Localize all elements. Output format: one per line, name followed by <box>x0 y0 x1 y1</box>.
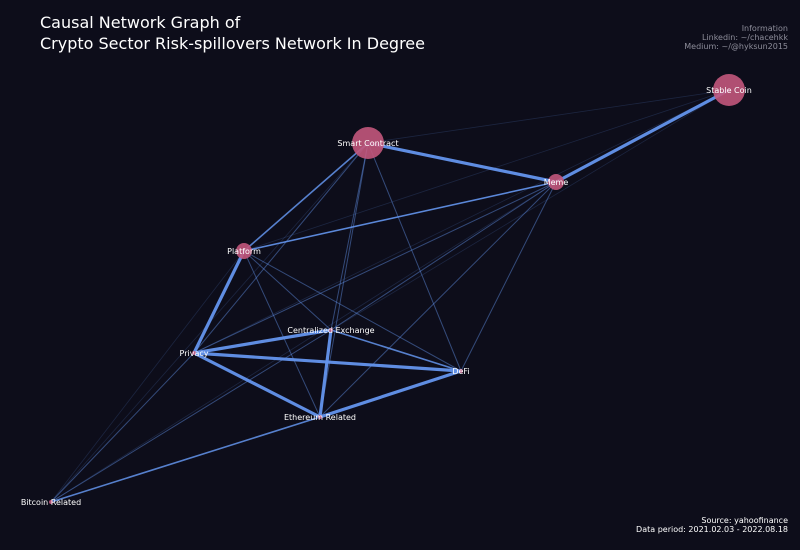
node-label-stable: Stable Coin <box>706 86 752 95</box>
edge-smart-stable <box>367 89 730 144</box>
edge-cex-stable <box>330 89 730 331</box>
edge-eth-btc <box>50 416 321 503</box>
edge-platform-cex <box>243 250 332 331</box>
edge-platform-smart <box>243 142 369 252</box>
info-medium: Medium: ~/@hyksun2015 <box>684 42 788 51</box>
data-period-text: Data period: 2021.02.03 - 2022.08.18 <box>636 525 788 534</box>
edge-eth-defi <box>318 369 463 419</box>
node-label-cex: Centralized Exchange <box>287 326 374 335</box>
node-btc[interactable] <box>49 500 53 504</box>
source-text: Source: yahoofinance <box>701 516 788 525</box>
edge-privacy-eth <box>192 351 322 419</box>
edge-privacy-btc <box>50 352 195 503</box>
node-label-privacy: Privacy <box>180 349 209 358</box>
edge-platform-meme <box>243 181 557 252</box>
node-label-defi: DeFi <box>452 367 469 376</box>
edge-platform-eth <box>243 250 321 418</box>
edge-smart-defi <box>367 142 462 372</box>
node-cex[interactable] <box>329 328 333 332</box>
edge-meme-platform <box>243 181 557 252</box>
source-block: Source: yahoofinance Data period: 2021.0… <box>636 516 788 534</box>
graph-title-line-1: Causal Network Graph of <box>40 13 241 32</box>
edge-smart-privacy <box>193 142 369 354</box>
node-smart[interactable] <box>352 127 384 159</box>
node-label-eth: Ethereum Related <box>284 413 356 422</box>
graph-title-line-2: Crypto Sector Risk-spillovers Network In… <box>40 34 425 53</box>
edge-privacy-cex <box>192 328 333 355</box>
node-label-platform: Platform <box>227 247 261 256</box>
node-label-btc: Bitcoin Related <box>21 498 81 507</box>
node-layer <box>49 74 745 504</box>
node-label-smart: Smart Contract <box>337 139 398 148</box>
edge-meme-cex <box>330 181 557 331</box>
node-eth[interactable] <box>318 415 322 419</box>
node-stable[interactable] <box>713 74 745 106</box>
edge-meme-defi <box>460 181 557 372</box>
edge-btc-smart <box>50 142 369 503</box>
node-platform[interactable] <box>236 243 252 259</box>
edge-btc-meme <box>50 181 557 503</box>
node-meme[interactable] <box>548 174 564 190</box>
edge-meme-privacy <box>193 181 557 354</box>
edge-platform-defi <box>243 250 462 372</box>
edge-smart-meme <box>366 141 558 184</box>
node-privacy[interactable] <box>192 351 196 355</box>
edge-smart-eth <box>319 142 369 418</box>
edge-cex-defi <box>330 329 462 372</box>
edge-privacy-stable <box>193 89 730 354</box>
info-block: Information Linkedin: ~/chacehkk Medium:… <box>684 24 788 51</box>
node-defi[interactable] <box>459 369 463 373</box>
edge-smart-cex <box>330 142 369 331</box>
edge-platform-stable <box>243 89 730 252</box>
edge-btc-platform <box>50 250 245 503</box>
node-label-meme: Meme <box>544 178 569 187</box>
info-heading: Information <box>741 24 788 33</box>
edge-platform-privacy <box>192 249 246 355</box>
graph-title: Causal Network Graph of Crypto Sector Ri… <box>40 12 425 54</box>
edge-layer <box>50 88 731 503</box>
edge-cex-btc <box>50 329 332 503</box>
edge-cex-eth <box>318 328 333 419</box>
edge-meme-eth <box>319 181 557 418</box>
info-linkedin: Linkedin: ~/chacehkk <box>701 33 788 42</box>
edge-meme-stable <box>554 88 731 184</box>
